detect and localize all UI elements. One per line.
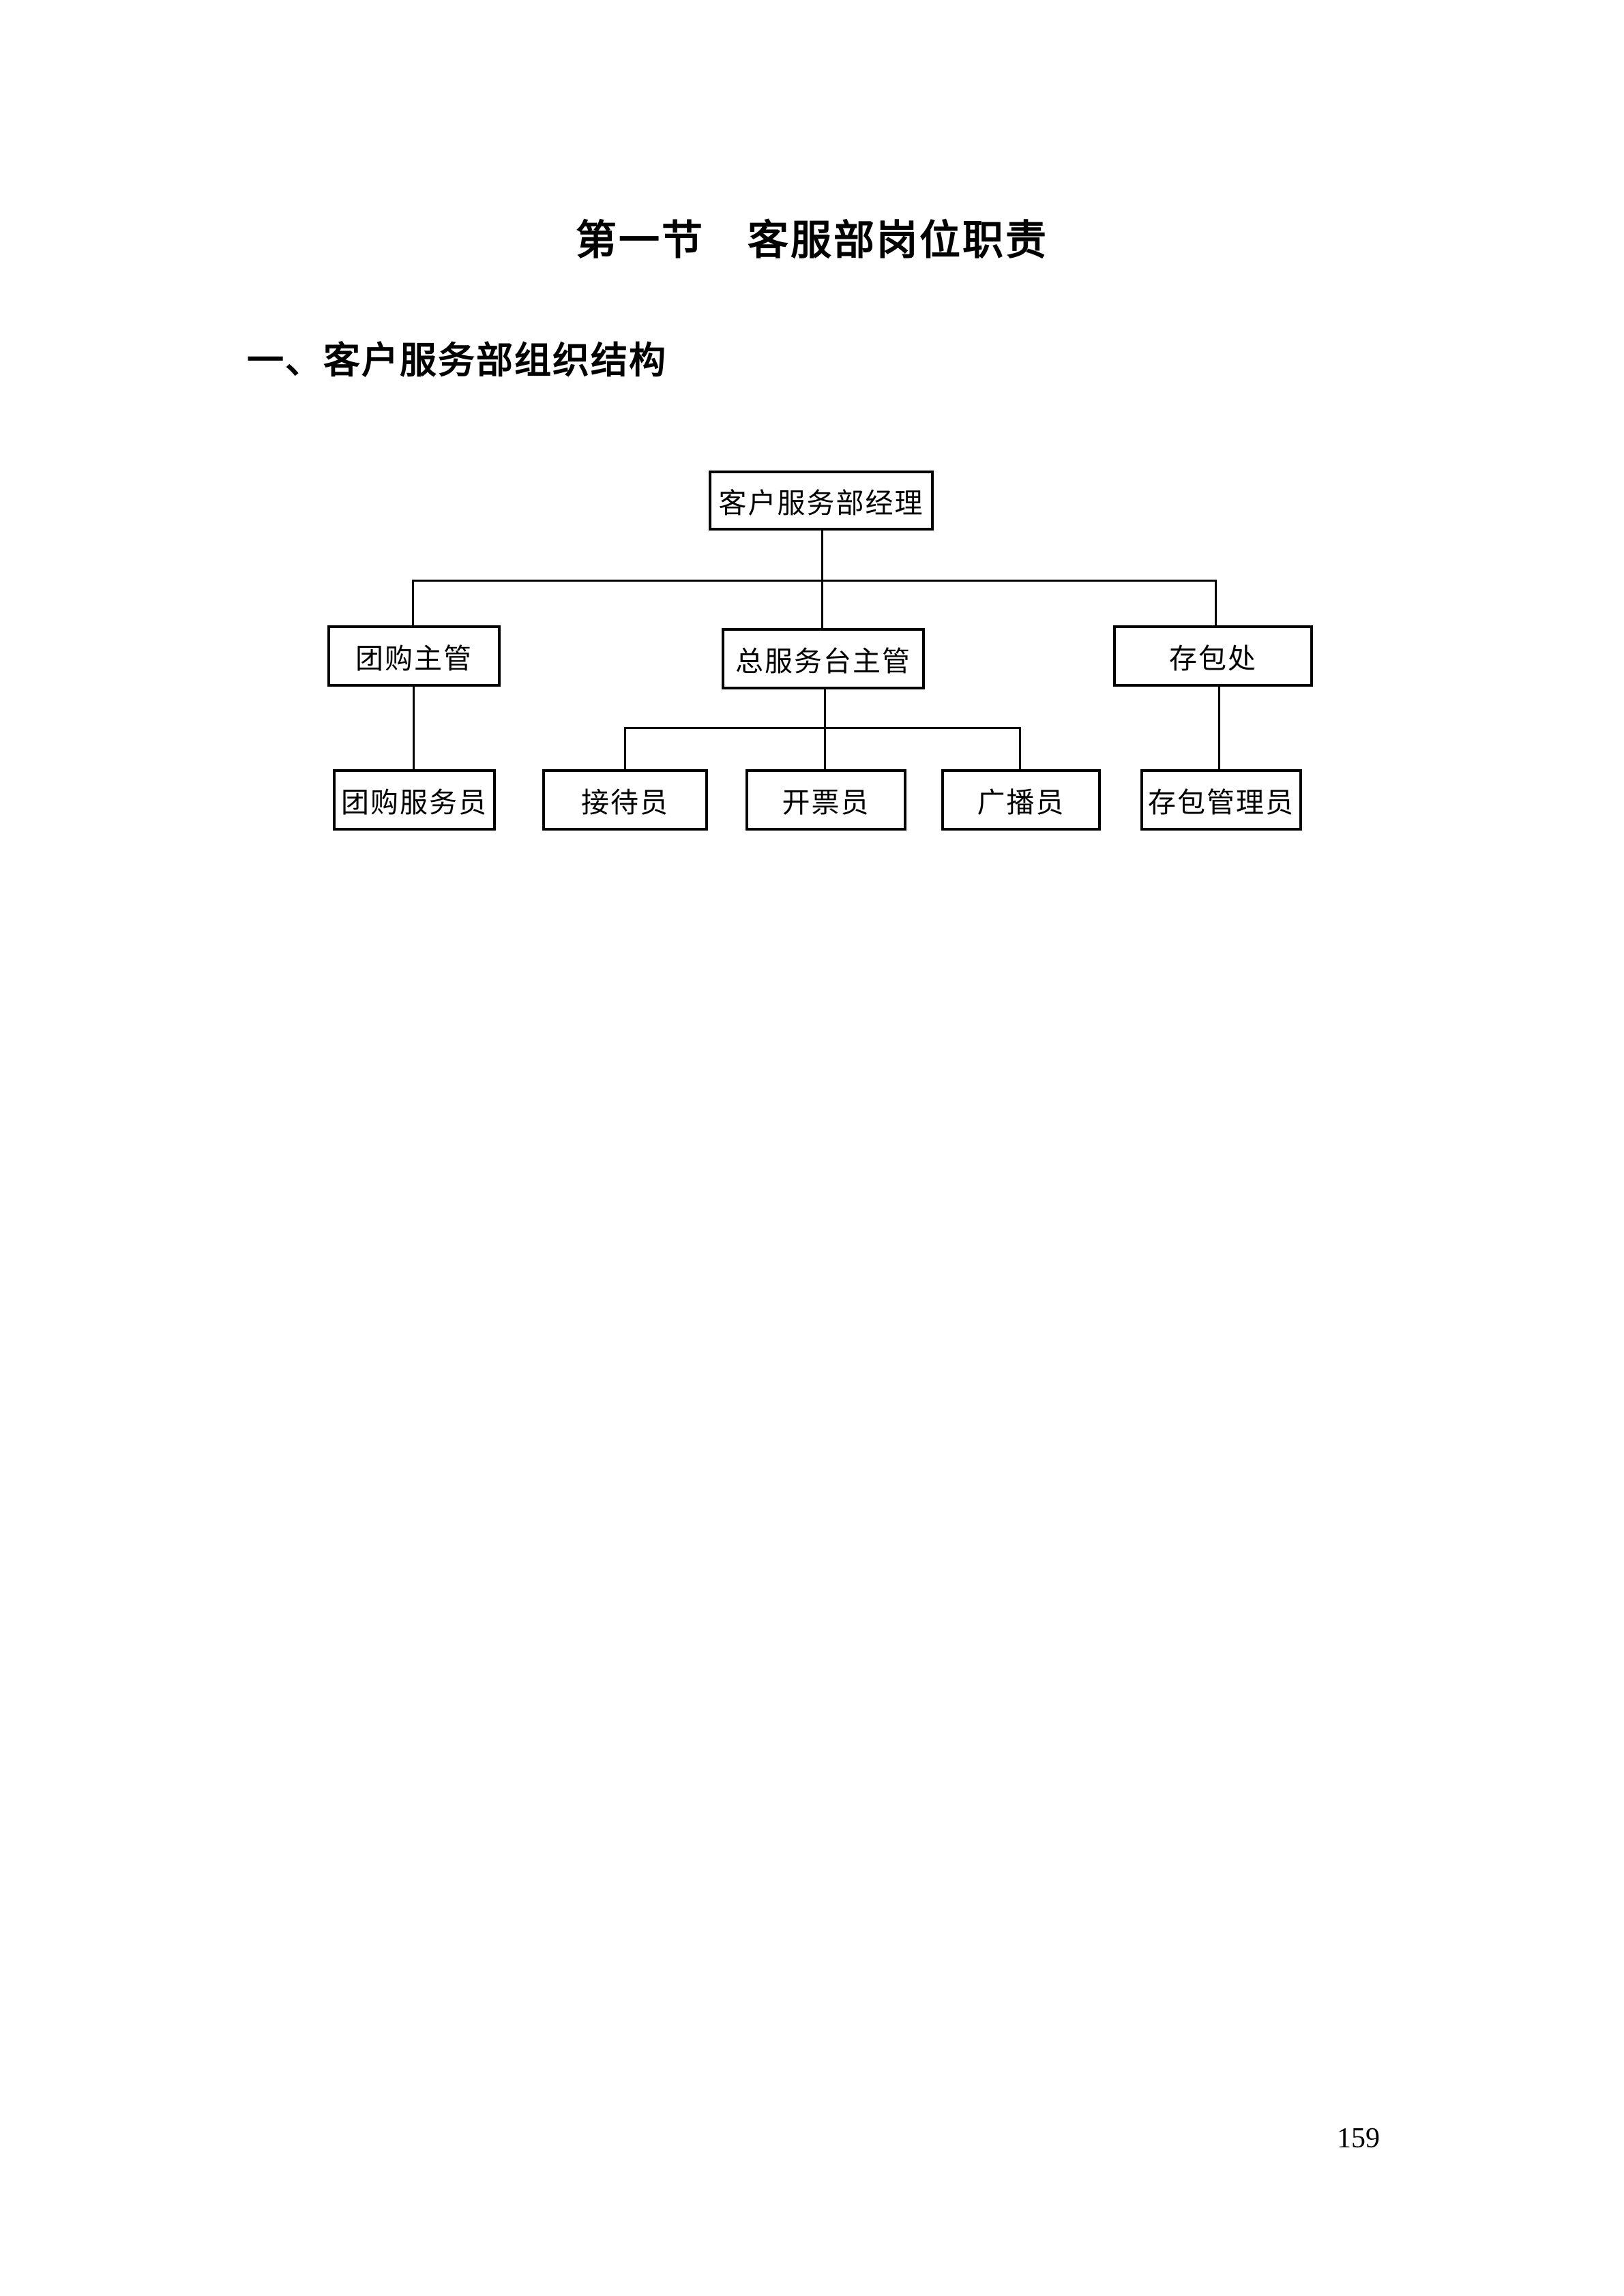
org-box-bagstorage-admin-label: 存包管理员 [1148,787,1295,818]
page-title: 第一节 客服部岗位职责 [576,218,1048,263]
connector-level1-horizontal [412,580,1217,582]
org-box-groupbuy-clerk-label: 团购服务员 [341,787,488,818]
connector-level1-right-drop [1215,580,1217,627]
page-number: 159 [1337,2123,1380,2154]
org-box-manager-label: 客户服务部经理 [718,488,924,519]
org-box-broadcaster: 广播员 [941,769,1101,831]
connector-groupbuy-vertical [413,685,415,771]
org-box-servicedesk-supervisor: 总服务台主管 [722,628,925,689]
org-box-receptionist-label: 接待员 [581,787,669,818]
org-box-groupbuy-supervisor-label: 团购主管 [355,643,473,674]
connector-level2-left-drop [624,727,626,771]
org-box-bagstorage-admin: 存包管理员 [1140,769,1302,831]
connector-bagstorage-vertical [1218,685,1220,771]
org-box-receptionist: 接待员 [542,769,708,831]
connector-level1-left-drop [412,580,414,627]
org-box-servicedesk-supervisor-label: 总服务台主管 [735,646,911,677]
org-box-broadcaster-label: 广播员 [977,787,1065,818]
section-heading: 一、客户服务部组织结构 [247,340,667,381]
org-box-invoice-clerk: 开票员 [745,769,906,831]
org-box-invoice-clerk-label: 开票员 [782,787,870,818]
org-box-groupbuy-clerk: 团购服务员 [333,769,496,831]
org-box-manager: 客户服务部经理 [709,471,934,531]
connector-level2-right-drop [1019,727,1021,771]
org-box-groupbuy-supervisor: 团购主管 [327,625,501,687]
org-box-bagstorage-label: 存包处 [1169,643,1257,674]
connector-level2-horizontal [624,727,1021,729]
org-box-bagstorage: 存包处 [1113,625,1313,687]
connector-servicedesk-vertical [824,688,826,771]
